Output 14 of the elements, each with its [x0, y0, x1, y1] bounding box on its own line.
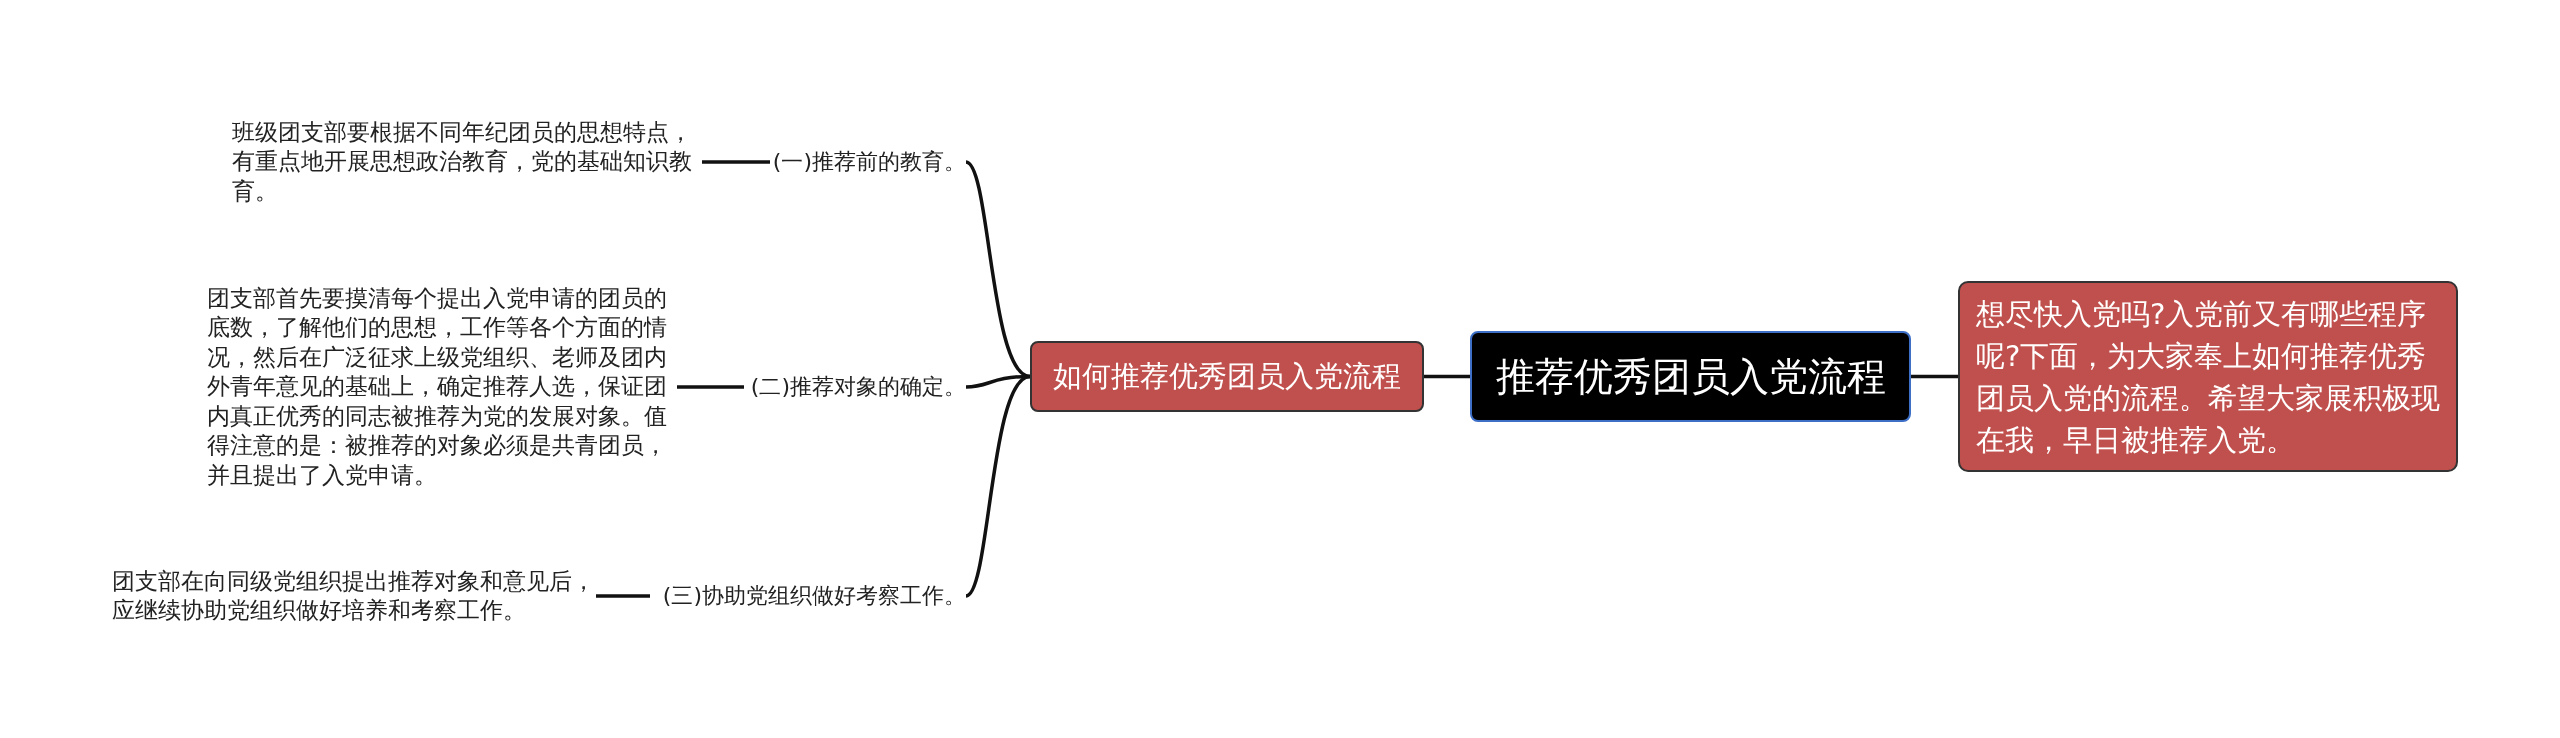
connector-line	[1911, 374, 1958, 379]
branch-box: 如何推荐优秀团员入党流程	[1030, 341, 1424, 412]
connector-line	[677, 385, 744, 389]
note-text: 班级团支部要根据不同年纪团员的思想特点，有重点地开展思想政治教育，党的基础知识教育。	[232, 115, 702, 209]
text-box: 想尽快入党吗?入党前又有哪些程序呢?下面，为大家奉上如何推荐优秀团员入党的流程。希望大家展积极现在我，早日被推荐入党。	[1958, 281, 2458, 472]
note-text: 团支部首先要摸清每个提出入党申请的团员的底数，了解他们的思想，工作等各个方面的情况，然后在广泛征求上级党组织、老师及团内外青年意见的基础上，确定推荐人选，保证团内真正优秀的同志被推荐为党的发展对象。值得注意的是：被推荐的对象必须是共青团员，并且提出了入党申请。	[207, 282, 677, 492]
connector-line	[596, 594, 650, 598]
branch-label: (三)协助党组织做好考察工作。	[650, 580, 966, 612]
branch-label: (二)推荐对象的确定。	[744, 371, 966, 403]
connector-line	[1424, 374, 1470, 379]
connector-line	[702, 160, 770, 164]
topic-box: 推荐优秀团员入党流程	[1470, 331, 1911, 422]
branch-label: (一)推荐前的教育。	[770, 146, 966, 178]
note-text: 团支部在向同级党组织提出推荐对象和意见后，应继续协助党组织做好培养和考察工作。	[112, 565, 596, 627]
